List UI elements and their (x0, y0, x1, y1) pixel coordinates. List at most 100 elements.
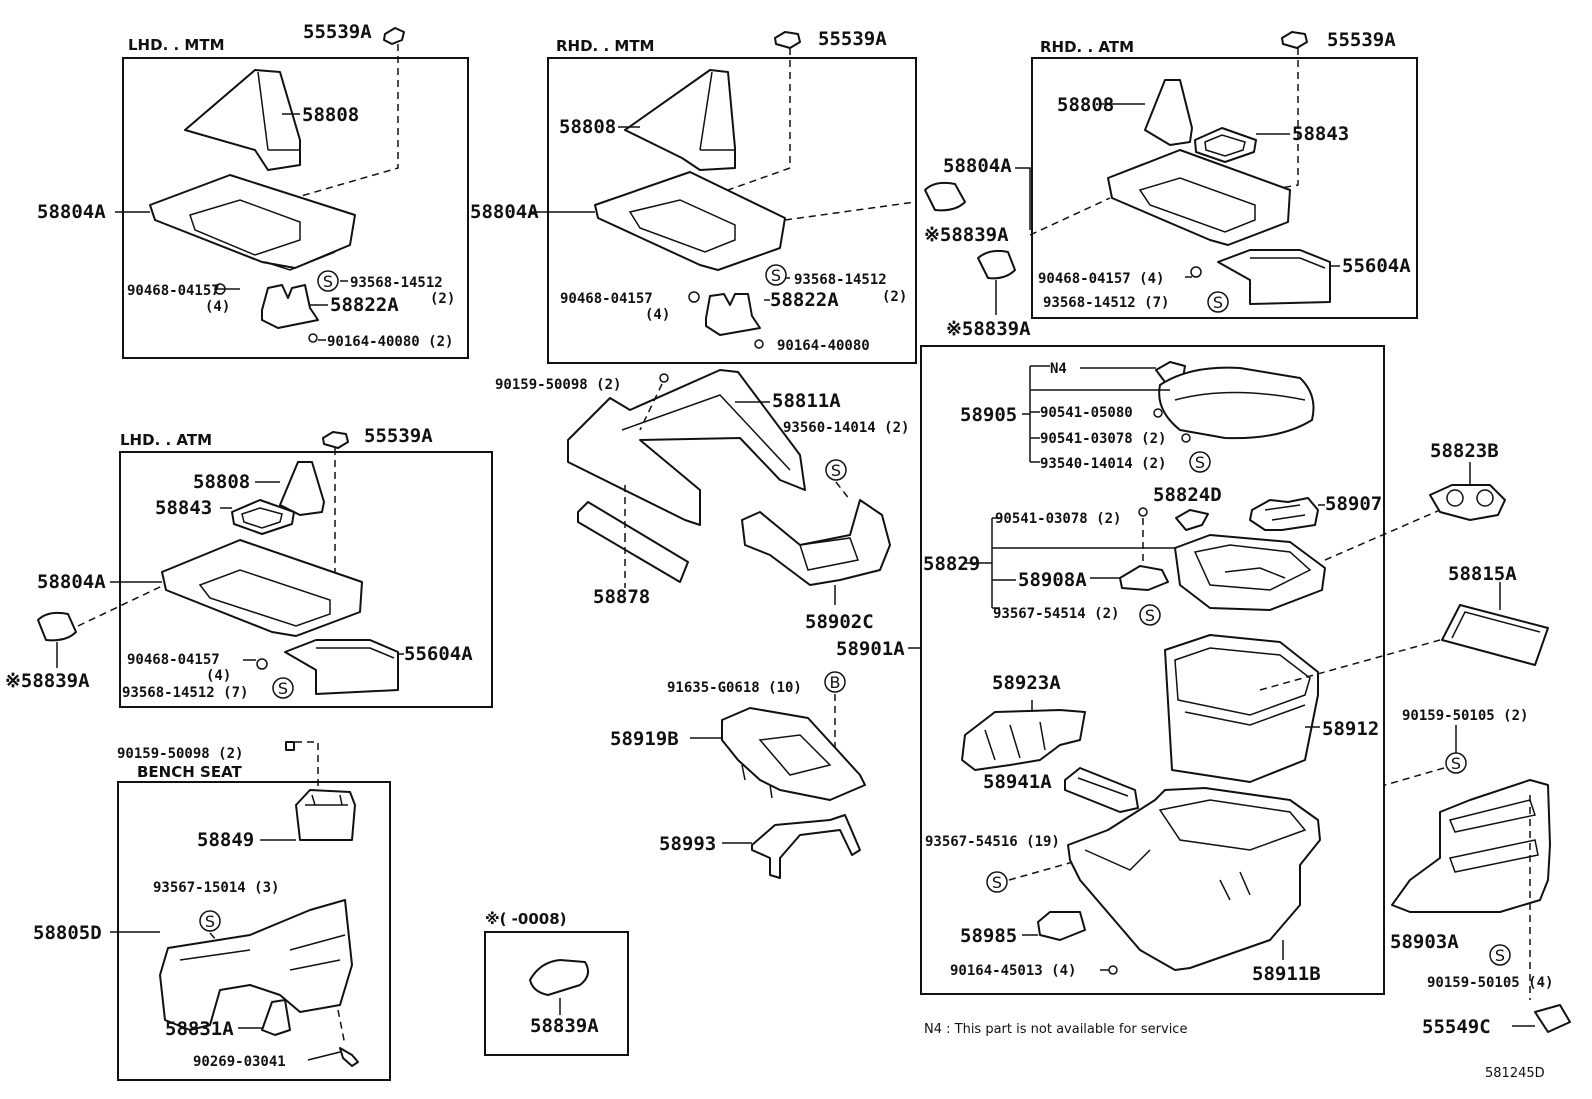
box-console-58901a (920, 345, 1385, 995)
label-93567-54514: 93567-54514 (2) (993, 606, 1119, 622)
bracket-58811a (567, 369, 806, 526)
header-lhd-atm: LHD. . ATM (120, 431, 212, 449)
panel-58923a (961, 709, 1086, 771)
label-90164-rhd: 90164-40080 (777, 338, 870, 354)
label-93567-54516: 93567-54516 (19) (925, 834, 1060, 850)
label-58993: 58993 (659, 833, 716, 855)
console-panel-58804a-lhd-atm (161, 539, 363, 637)
label-58908a: 58908A (1018, 569, 1087, 591)
label-55539a-atm: 55539A (1327, 29, 1396, 51)
label-55604a-lhd-atm: 55604A (404, 643, 473, 665)
label-90468-rhd-qty: (4) (645, 307, 670, 323)
plug-58839a-c (37, 611, 77, 642)
label-58829: 58829 (923, 553, 980, 575)
callout-s-center (825, 459, 847, 481)
label-55549c: 55549C (1422, 1016, 1491, 1038)
cupholder-55604a-lhd-atm (284, 639, 399, 695)
label-58804a-lhd-atm: 58804A (37, 571, 106, 593)
box-58912 (1164, 634, 1319, 783)
cupholder-55604a-atm (1217, 249, 1331, 305)
label-58808-lhd-atm: 58808 (193, 471, 250, 493)
svg-text:S: S (831, 461, 841, 480)
label-90541-03078-a: 90541-03078 (2) (1040, 431, 1166, 447)
label-58878: 58878 (593, 586, 650, 608)
figure-id: 581245D (1485, 1066, 1545, 1081)
shift-boot-58808-atm (1144, 79, 1193, 146)
group-lhd-mtm: S (115, 27, 405, 343)
svg-text:B: B (830, 673, 841, 692)
header-bench-seat: BENCH SEAT (137, 763, 243, 781)
console-panel-58804a-rhd (594, 171, 786, 271)
header-rhd-mtm: RHD. . MTM (556, 37, 654, 55)
bracket-58822a-rhd (705, 293, 761, 336)
group-right: S S (1384, 462, 1571, 1033)
label-58911b: 58911B (1252, 963, 1321, 985)
bracket-58908a (1119, 565, 1169, 591)
label-58941a: 58941A (983, 771, 1052, 793)
label-58843-atm: 58843 (1292, 123, 1349, 145)
header-lhd-mtm: LHD. . MTM (128, 36, 225, 54)
label-58839a-old: 58839A (530, 1015, 599, 1037)
shift-boot-58808-rhd (624, 69, 736, 171)
bracket-58919b (721, 707, 866, 801)
svg-text:S: S (278, 679, 288, 698)
knob-cap-55539a-atm (1281, 31, 1308, 49)
svg-text:S: S (323, 272, 333, 291)
label-93568-rhd-qty: (2) (882, 289, 907, 305)
label-90468-rhd: 90468-04157 (560, 291, 653, 307)
label-90164-40080: 90164-40080 (2) (327, 334, 453, 350)
label-58815a: 58815A (1448, 563, 1517, 585)
callout-s-right-2 (1489, 944, 1511, 966)
gate-58843-lhd-atm (231, 499, 295, 535)
svg-text:S: S (1213, 293, 1223, 312)
label-93540-14014: 93540-14014 (2) (1040, 456, 1166, 472)
trim-58831a (261, 999, 291, 1036)
shift-boot-58808-lhd-atm (279, 461, 325, 516)
latch-58907 (1249, 497, 1319, 531)
cap-55549c (1534, 1004, 1571, 1033)
mat-58815a (1441, 604, 1549, 666)
shift-boot-58808 (184, 69, 301, 171)
label-58839a-atm-1: ※58839A (924, 224, 1009, 246)
label-58822a-rhd: 58822A (770, 289, 839, 311)
label-55604a-atm: 55604A (1342, 255, 1411, 277)
label-58923a: 58923A (992, 672, 1061, 694)
label-58823b: 58823B (1430, 440, 1499, 462)
label-58843-lhd-atm: 58843 (155, 497, 212, 519)
box-rhd-mtm (547, 57, 917, 364)
svg-text:S: S (205, 912, 215, 931)
footnote: N4 : This part is not available for serv… (924, 1022, 1187, 1037)
svg-text:S: S (1195, 453, 1205, 472)
label-90468-lhd-atm: 90468-04157 (127, 652, 220, 668)
knob-cap-55539a-rhd (774, 31, 801, 49)
label-90541-03078-b: 90541-03078 (2) (995, 511, 1121, 527)
clip-58824d (1175, 509, 1209, 531)
console-panel-58804a-atm (1107, 149, 1291, 246)
label-90468-lhd-atm-qty: (4) (206, 668, 231, 684)
label-n4: N4 (1050, 361, 1067, 377)
callout-b (824, 671, 846, 693)
group-rhd-atm: S (1015, 31, 1340, 313)
label-90164-45013: 90164-45013 (4) (950, 963, 1076, 979)
label-90159-50105-a: 90159-50105 (2) (1402, 708, 1528, 724)
console-body-58911b (1067, 787, 1321, 971)
label-93568-atm: 93568-14512 (7) (1043, 295, 1169, 311)
group-bench-seat: S (110, 741, 359, 1067)
label-90159-50098-b: 90159-50098 (2) (117, 746, 243, 762)
bracket-58822a (261, 284, 319, 329)
label-58822a: 58822A (330, 294, 399, 316)
svg-text:S: S (1145, 606, 1155, 625)
cupholder-58823b (1429, 484, 1506, 521)
pad-58941a (1064, 767, 1139, 813)
group-console: S S S (961, 361, 1441, 975)
holder-58849 (295, 789, 356, 841)
label-58804a-atm: 58804A (943, 155, 1012, 177)
label-90468-atm: 90468-04157 (4) (1038, 271, 1164, 287)
tray-58829 (1174, 534, 1326, 611)
knob-cap-55539a-lhd-atm (322, 431, 349, 449)
label-58907: 58907 (1325, 493, 1382, 515)
label-90159-50105-b: 90159-50105 (4) (1427, 975, 1553, 991)
label-58804a: 58804A (37, 201, 106, 223)
label-58901a: 58901A (836, 638, 905, 660)
box-bench-seat (117, 781, 391, 1081)
